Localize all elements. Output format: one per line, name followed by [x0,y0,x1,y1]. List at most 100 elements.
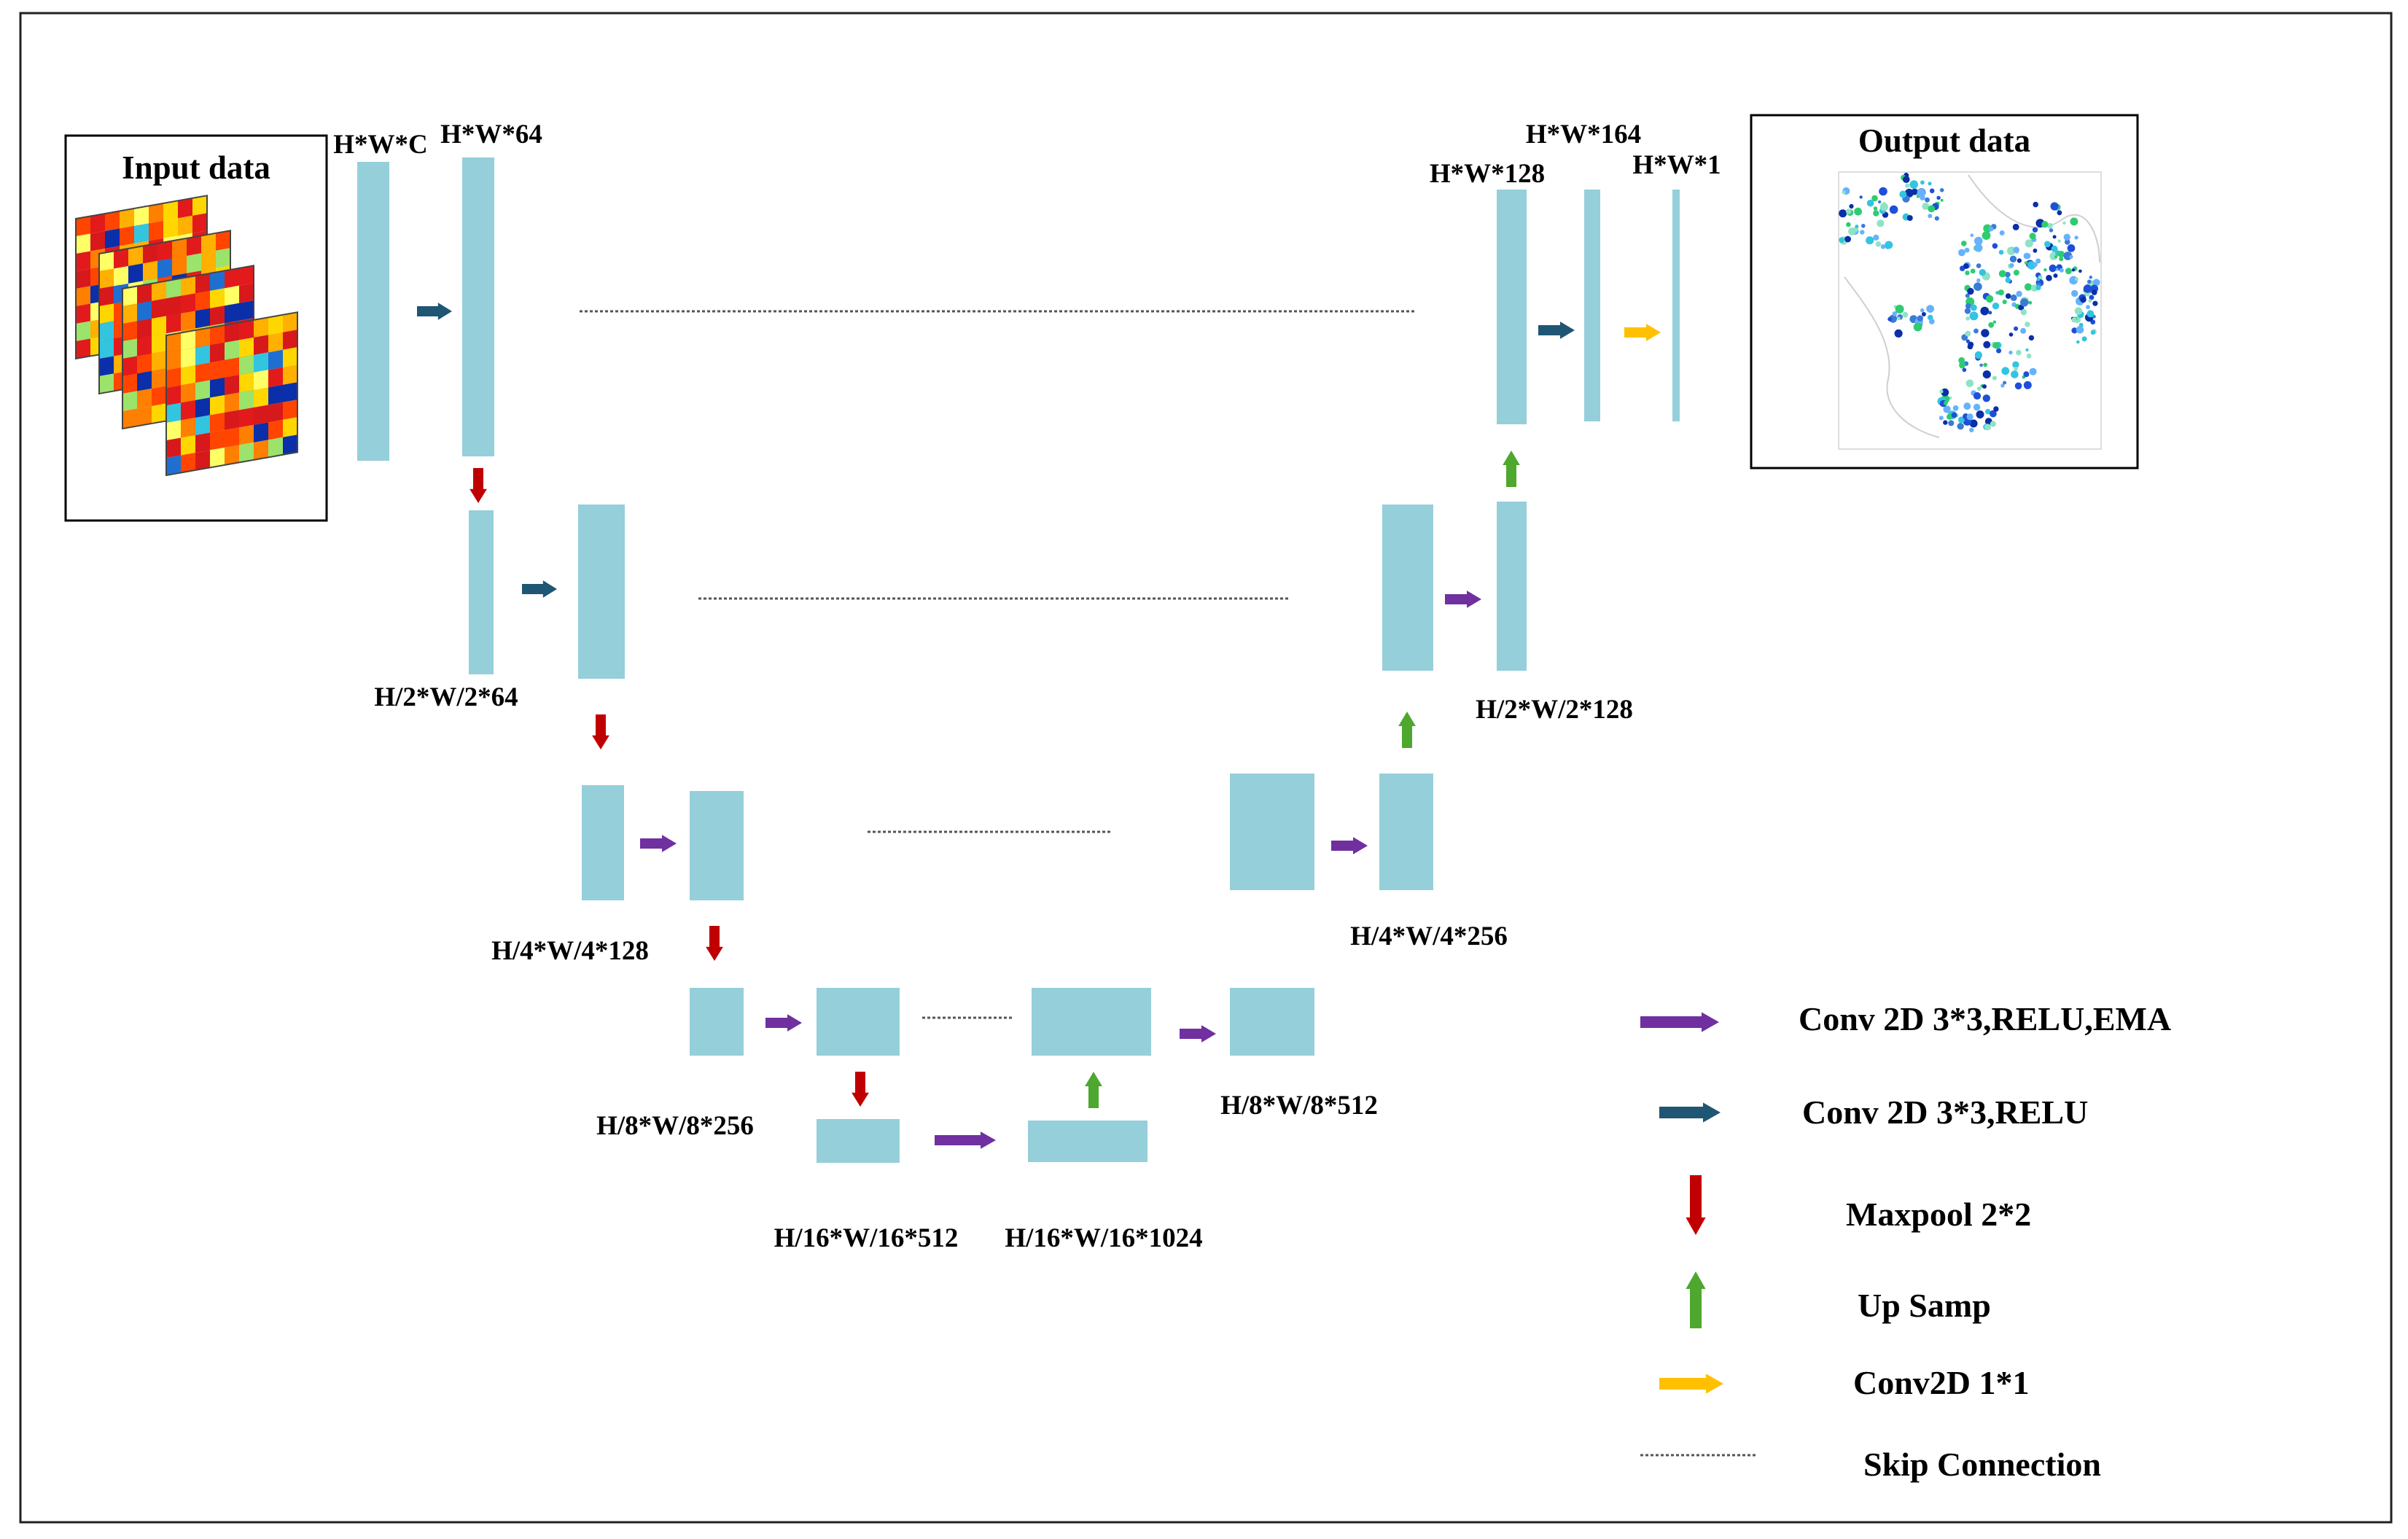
precip-spot [2012,223,2019,230]
dim-label-hw64: H*W*64 [440,120,542,149]
precip-spot [2069,254,2073,259]
precip-spot [2057,210,2062,216]
heatmap-cell [166,278,181,299]
precip-spot [2009,262,2014,268]
conv-relu-arrow [1538,322,1575,339]
precip-spot [1974,351,1983,359]
heatmap-cell [195,415,210,435]
precip-spot [1913,322,1922,332]
heatmap-cell [195,273,210,294]
heatmap-cell [192,195,207,216]
precip-spot [1905,183,1910,188]
precip-spot [2057,251,2065,258]
heatmap-cell [181,347,195,368]
dim-label-h8w8-512: H/8*W/8*512 [1220,1091,1378,1121]
dim-label-h8w8-256: H/8*W/8*256 [596,1111,754,1141]
legend-swatches [1640,1012,1723,1394]
dimension-labels: H*W*C H*W*64 H/2*W/2*64 H/4*W/4*128 H/8*… [333,120,1721,1253]
precip-spot [2059,257,2064,262]
block-h16-1024 [1028,1121,1147,1162]
heatmap-cell [210,429,225,451]
precip-spot [1969,311,1979,321]
precip-spot [2005,277,2011,284]
precip-spot [1996,348,2002,354]
heatmap-cell [225,410,239,430]
precip-spot [2089,295,2095,300]
dim-label-hw128: H*W*128 [1430,159,1545,189]
heatmap-cell [143,260,157,281]
precip-spot [1943,405,1951,413]
heatmap-cell [134,206,149,226]
precip-spot [1992,375,1997,381]
precip-spot [1957,416,1965,424]
heatmap-cell [283,382,297,402]
heatmap-cell [181,293,195,313]
heatmap-cell [76,338,90,359]
precip-spot [1976,410,1984,418]
block-hwc [357,162,389,461]
precip-spot [1982,384,1987,389]
heatmap-cell [210,359,225,381]
precip-spot [2043,268,2047,272]
precip-spot [2051,245,2058,252]
block-h8-dec-a [1032,988,1151,1056]
heatmap-cell [254,422,268,443]
precip-spot [2091,289,2097,295]
heatmap-cell [210,288,225,308]
heatmap-cell [283,330,297,350]
heatmap-cell [122,373,137,394]
heatmap-cell [137,370,152,391]
precip-spot [2050,202,2059,211]
precip-spot [1974,243,1983,252]
precip-spot [1928,205,1936,213]
skip-connections [580,310,1414,1019]
heatmap-cell [166,367,181,388]
heatmap-cell [152,333,166,354]
heatmap-cell [90,213,105,234]
precip-spot [1965,330,1971,337]
heatmap-cell [210,377,225,398]
precip-spot [1939,188,1944,192]
precip-spot [1976,263,1982,268]
precip-spot [1999,230,2005,235]
dim-label-h16w16-512: H/16*W/16*512 [774,1223,959,1253]
heatmap-cell [149,220,163,241]
dim-label-h4w4-256: H/4*W/4*256 [1350,922,1508,951]
precip-spot [2008,332,2014,337]
precip-spot [1839,209,1847,218]
precip-spot [2032,227,2038,233]
heatmap-cell [254,317,268,338]
block-h4-dec-b [1379,774,1433,890]
precip-spot [1965,316,1970,321]
heatmap-cell [122,303,137,324]
precip-spot [1970,304,1977,311]
precip-spot [1936,195,1941,200]
heatmap-cell [90,230,105,252]
precip-spot [1880,244,1886,249]
block-h2-dec-b [1497,502,1527,671]
precip-spot [2078,322,2084,327]
precip-spot [2067,244,2076,252]
precip-spot [2025,253,2031,259]
precip-spot [1943,420,1948,425]
precip-spot [1903,176,1910,183]
precip-spot [2014,326,2019,331]
precip-spot [2041,221,2049,228]
precip-spot [1948,420,1955,426]
precip-spot [2011,370,2019,378]
heatmap-layer-border [165,311,298,477]
precip-spot [1895,305,1904,313]
precip-spot [1984,424,1991,431]
precip-spot [1981,329,1990,338]
block-h4-enc-a [582,785,624,900]
feature-maps [357,157,1680,1163]
precip-spot [1902,311,1909,318]
heatmap-cell [152,386,166,406]
precip-spot [2033,201,2038,208]
precip-spot [1879,203,1888,211]
precip-spot [2071,327,2078,334]
heatmap-cell [166,350,181,370]
precip-spot [2017,258,2022,263]
heatmap-cell [76,303,90,324]
